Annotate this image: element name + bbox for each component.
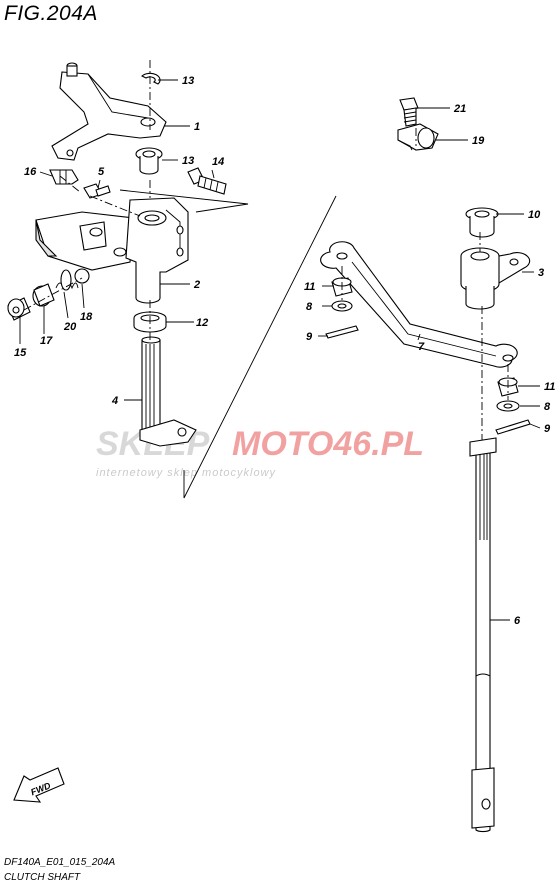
callout-21: 21 xyxy=(453,103,466,115)
callout-8b: 8 xyxy=(544,401,551,413)
callout-17: 17 xyxy=(40,335,53,347)
clamp-part xyxy=(397,123,439,151)
callout-15: 15 xyxy=(14,347,27,359)
callout-13b: 13 xyxy=(182,155,194,167)
callout-4: 4 xyxy=(111,395,118,407)
bolt-part xyxy=(187,167,227,195)
link-rod-part xyxy=(320,241,518,368)
callout-20: 20 xyxy=(63,321,77,333)
guide-lines-left xyxy=(23,60,151,340)
bracket-part xyxy=(35,211,135,271)
clip-part xyxy=(49,169,79,185)
callout-16: 16 xyxy=(24,166,37,178)
callout-19: 19 xyxy=(472,135,485,147)
figure-code: DF140A_E01_015_204A xyxy=(4,857,116,868)
callout-5: 5 xyxy=(98,166,105,178)
shaft-6-part xyxy=(469,437,497,833)
bolt-21-part xyxy=(399,97,419,127)
e-ring-part xyxy=(141,72,161,85)
callout-11a: 11 xyxy=(304,281,315,293)
section-divider-lines xyxy=(119,189,337,499)
callout-18: 18 xyxy=(80,311,93,323)
callout-14: 14 xyxy=(212,156,224,168)
callout-leaders xyxy=(19,79,541,621)
watermark-subtitle: internetowy sklep motocyklowy xyxy=(96,467,277,479)
callout-1: 1 xyxy=(194,121,200,133)
watermark-text-red: MOTO46.PL xyxy=(232,425,424,463)
callout-12: 12 xyxy=(196,317,208,329)
callout-7: 7 xyxy=(418,341,425,353)
callout-2: 2 xyxy=(193,279,200,291)
callout-8a: 8 xyxy=(306,301,313,313)
bushing-part xyxy=(135,147,163,175)
shaft-4-part xyxy=(139,336,197,447)
callout-11b: 11 xyxy=(544,381,555,393)
plug-spring-stack xyxy=(7,268,90,321)
bushing-10-part xyxy=(465,207,499,238)
fwd-arrow: FWD xyxy=(13,767,65,803)
guide-lines-right xyxy=(341,128,509,440)
callout-13a: 13 xyxy=(182,75,194,87)
shaft-housing-part xyxy=(125,197,189,304)
figure-title: FIG.204A xyxy=(4,2,98,25)
figure-name: CLUTCH SHAFT xyxy=(4,872,81,883)
lever-3-part xyxy=(460,247,531,310)
callout-3: 3 xyxy=(538,267,544,279)
callout-10: 10 xyxy=(528,209,541,221)
callout-9b: 9 xyxy=(544,423,551,435)
grease-nipple-part xyxy=(83,183,111,199)
callout-9a: 9 xyxy=(306,331,313,343)
callout-6: 6 xyxy=(514,615,521,627)
lever-arm-part xyxy=(51,62,167,161)
